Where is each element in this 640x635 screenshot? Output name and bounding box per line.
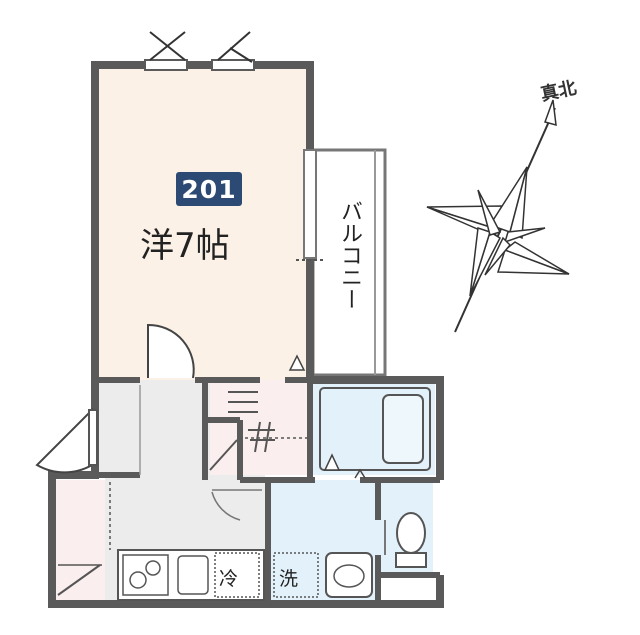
unit-number-badge: 201 xyxy=(176,172,242,206)
stove-burner-2 xyxy=(145,560,161,576)
balcony-label: バルコニー xyxy=(337,200,362,310)
washer-space-label: 洗 xyxy=(279,568,299,590)
stove-burner-1 xyxy=(129,571,147,589)
toilet-tank xyxy=(395,552,427,568)
main-room-floor xyxy=(95,68,307,380)
toilet-bowl xyxy=(396,512,426,554)
compass-rose xyxy=(426,99,570,333)
entrance-floor xyxy=(95,380,140,475)
washbasin xyxy=(325,552,373,598)
sink xyxy=(177,555,209,595)
fridge-space-label: 冷 xyxy=(219,568,239,590)
storage-floor xyxy=(55,480,105,600)
room-name-label: 洋7帖 xyxy=(140,226,230,266)
